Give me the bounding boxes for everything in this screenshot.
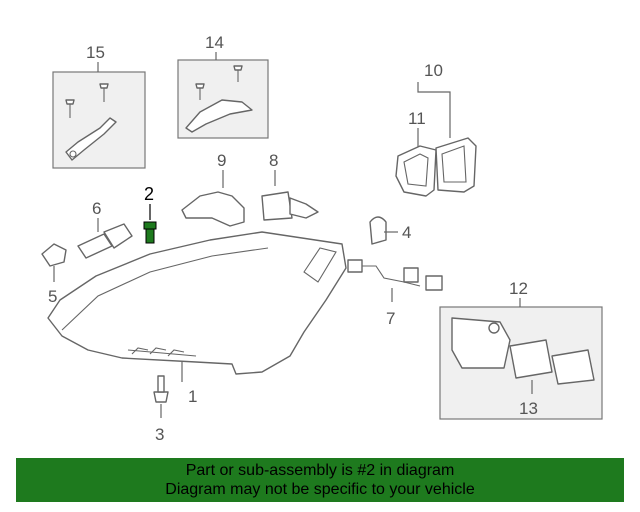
footer-banner: Part or sub-assembly is #2 in diagram Di… bbox=[16, 458, 624, 502]
callout-14: 14 bbox=[205, 33, 224, 52]
bulb-6 bbox=[77, 223, 133, 259]
callout-12: 12 bbox=[509, 279, 528, 298]
footer-line-2: Diagram may not be specific to your vehi… bbox=[165, 481, 475, 498]
callout-11: 11 bbox=[408, 109, 426, 128]
bolt-3 bbox=[153, 375, 169, 403]
headlamp-assembly-1 bbox=[47, 231, 347, 375]
screw-2-highlighted bbox=[143, 221, 157, 244]
cover-10 bbox=[435, 137, 477, 193]
bulb-4 bbox=[369, 216, 387, 245]
wire-harness-7 bbox=[347, 259, 443, 291]
leader-10 bbox=[417, 82, 451, 138]
bracket-15 bbox=[65, 83, 117, 161]
callout-15: 15 bbox=[86, 43, 105, 62]
callout-13: 13 bbox=[519, 399, 538, 418]
socket-cover-9 bbox=[181, 191, 245, 227]
callout-8: 8 bbox=[269, 151, 278, 170]
footer-line-1: Part or sub-assembly is #2 in diagram bbox=[185, 462, 455, 479]
callout-1: 1 bbox=[188, 387, 197, 406]
callout-7: 7 bbox=[386, 309, 395, 328]
callout-10: 10 bbox=[424, 61, 443, 80]
bracket-14 bbox=[185, 65, 253, 133]
callout-9: 9 bbox=[217, 151, 226, 170]
fog-lamp-12 bbox=[451, 317, 595, 385]
cover-11 bbox=[395, 145, 437, 197]
callout-5: 5 bbox=[48, 287, 57, 306]
bulb-5 bbox=[41, 243, 67, 267]
callout-2: 2 bbox=[144, 184, 154, 204]
callout-3: 3 bbox=[155, 425, 164, 444]
callout-6: 6 bbox=[92, 199, 101, 218]
bulb-8 bbox=[261, 191, 319, 221]
callout-4: 4 bbox=[402, 223, 411, 242]
